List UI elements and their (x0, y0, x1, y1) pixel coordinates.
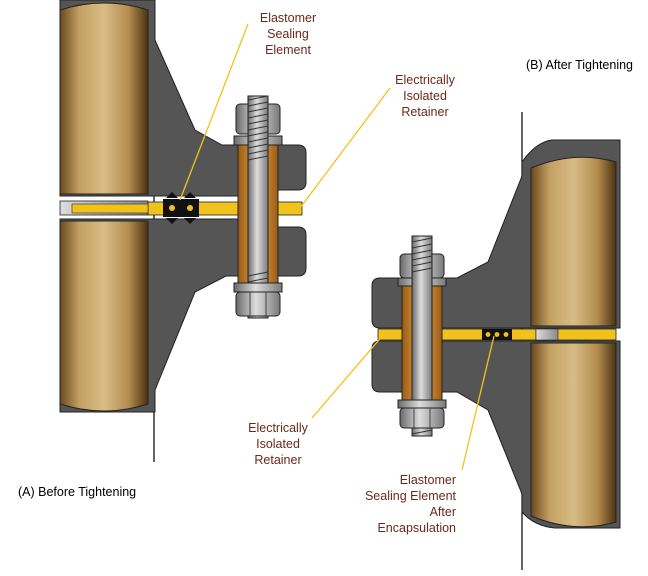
label-elastomer-seal-b: Elastomer Sealing Element After Encapsul… (364, 473, 456, 535)
assembly-before-tightening (59, 0, 391, 462)
assembly-after-tightening (311, 112, 621, 570)
label-elastomer-seal-a: Elastomer Sealing Element (259, 11, 317, 57)
retainer-tab-a (71, 203, 149, 214)
leader-retainer-a (299, 87, 391, 209)
elastomer-seal-a (163, 192, 199, 224)
pipe-lower-b (530, 342, 617, 528)
pipe-lower-a (59, 220, 149, 412)
pipe-upper-b (530, 156, 617, 327)
bolt-assembly-b (397, 235, 447, 437)
label-isolated-retainer-b: Electrically Isolated Retainer (248, 421, 308, 467)
leader-retainer-b (311, 333, 385, 419)
pipe-upper-a (59, 2, 149, 195)
caption-after-tightening: (B) After Tightening (526, 58, 634, 72)
elastomer-seal-b (482, 329, 512, 340)
bolt-assembly-a (233, 95, 283, 319)
leader-seal-a (179, 23, 249, 201)
leader-seal-b (461, 335, 495, 471)
label-isolated-retainer-a: Electrically Isolated Retainer (395, 73, 455, 119)
caption-before-tightening: (A) Before Tightening (18, 485, 137, 499)
